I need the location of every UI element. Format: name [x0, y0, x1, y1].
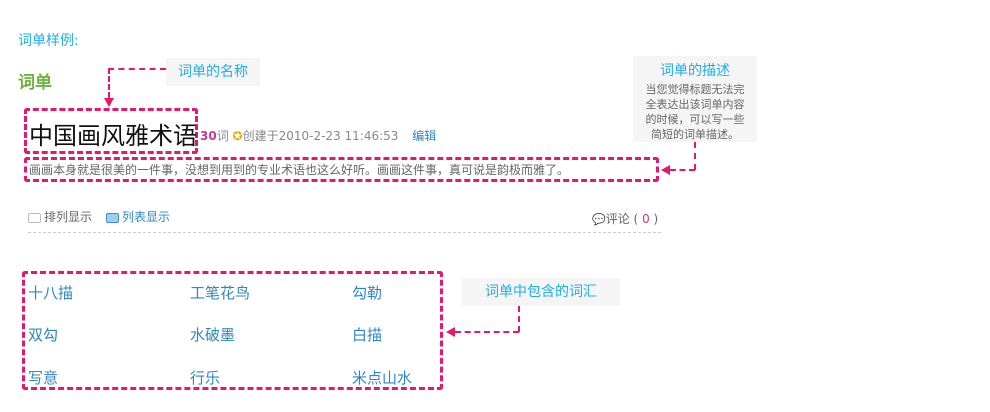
word-count: 30 — [200, 129, 217, 143]
callout-description-connector-vertical — [694, 142, 696, 170]
callout-description-arrow — [661, 165, 670, 175]
word-item[interactable]: 工笔花鸟 — [190, 284, 251, 302]
view-list-label: 列表显示 — [122, 210, 171, 224]
callout-name: 词单的名称 — [166, 58, 260, 86]
word-item[interactable]: 勾勒 — [352, 284, 383, 302]
star-icon: ✪ — [232, 129, 243, 143]
callout-description-line: 的时候，可以写一些 — [645, 113, 745, 126]
callout-words-connector — [455, 331, 519, 333]
callout-description-line: 简短的词单描述。 — [651, 128, 739, 141]
callout-description-connector — [670, 169, 695, 171]
comment-icon: 💬 — [592, 213, 606, 226]
description-text: 画画本身就是很美的一件事，没想到用到的专业术语也这么好听。画画这件事，真可说是韵… — [29, 163, 570, 177]
comments-label: 评论 — [605, 212, 630, 226]
word-item[interactable]: 白描 — [352, 326, 383, 344]
view-list-button[interactable]: 列表显示 — [106, 208, 170, 225]
comments-link[interactable]: 💬评论 ( 0 ) — [592, 210, 658, 227]
callout-name-text: 词单的名称 — [178, 64, 248, 80]
word-item[interactable]: 米点山水 — [352, 369, 413, 387]
comments-count: 0 — [642, 212, 650, 226]
callout-words-connector-vertical — [518, 306, 520, 332]
arrange-icon — [28, 212, 41, 223]
meta-line: 30词 ✪创建于2010-2-23 11:46:53 编辑 — [200, 127, 436, 144]
callout-name-connector-vertical — [108, 68, 110, 98]
view-arrange-label: 排列显示 — [44, 210, 93, 224]
divider — [28, 232, 661, 233]
edit-link[interactable]: 编辑 — [412, 129, 437, 143]
wordlist-label: 词单 — [18, 73, 52, 93]
callout-name-arrow — [104, 98, 114, 107]
callout-description: 词单的描述 当您觉得标题无法完 全表达出该词单内容 的时候，可以写一些 简短的词… — [633, 56, 757, 142]
description-highlight — [24, 157, 659, 182]
callout-description-line: 全表达出该词单内容 — [645, 98, 745, 111]
title-highlight — [24, 108, 198, 154]
comments-close-paren: ) — [653, 212, 659, 226]
callout-words: 词单中包含的词汇 — [462, 278, 620, 306]
word-item[interactable]: 水破墨 — [190, 326, 236, 344]
list-icon — [106, 212, 119, 223]
word-item[interactable]: 写意 — [28, 369, 59, 387]
callout-name-connector — [108, 68, 166, 70]
view-arrange-button[interactable]: 排列显示 — [28, 208, 92, 225]
words-highlight — [22, 271, 443, 390]
callout-description-body: 当您觉得标题无法完 全表达出该词单内容 的时候，可以写一些 简短的词单描述。 — [633, 82, 757, 142]
word-count-unit: 词 — [216, 129, 229, 143]
callout-words-text: 词单中包含的词汇 — [485, 284, 597, 300]
callout-description-title: 词单的描述 — [660, 63, 730, 79]
word-item[interactable]: 双勾 — [28, 326, 59, 344]
word-item[interactable]: 行乐 — [190, 369, 221, 387]
section-heading: 词单样例: — [18, 33, 79, 49]
page-title: 中国画风雅术语 — [29, 122, 197, 150]
callout-words-arrow — [446, 327, 455, 337]
comments-open-paren: ( — [633, 212, 639, 226]
callout-description-line: 当您觉得标题无法完 — [645, 83, 745, 96]
word-item[interactable]: 十八描 — [28, 284, 74, 302]
created-time: 创建于2010-2-23 11:46:53 — [242, 129, 399, 143]
